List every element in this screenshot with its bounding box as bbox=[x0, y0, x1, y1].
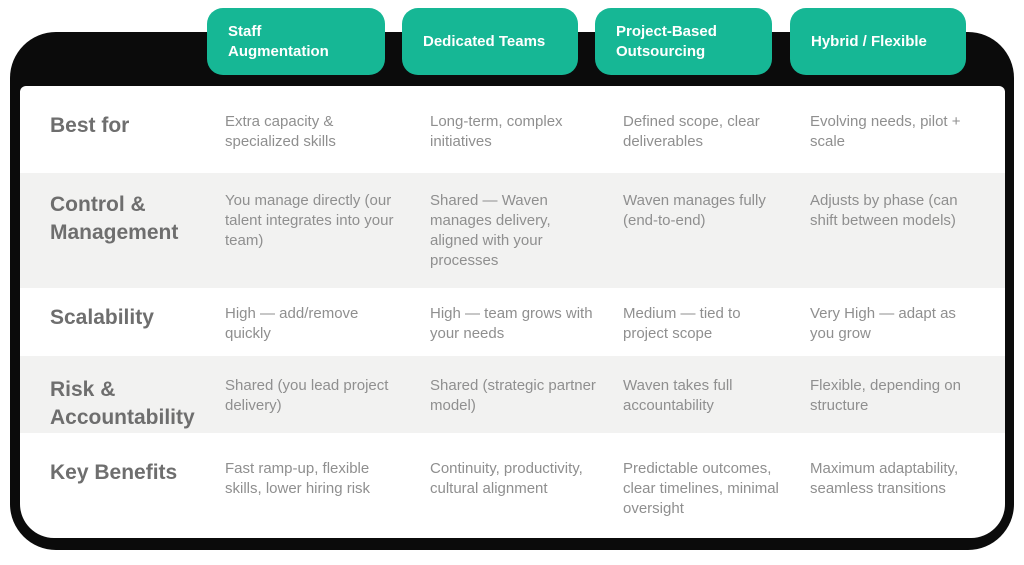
table-row-best-for: Best for Extra capacity & specialized sk… bbox=[20, 86, 1005, 173]
column-tab-label: Project-Based Outsourcing bbox=[616, 23, 717, 60]
table-cell: Very High — adapt as you grow bbox=[810, 305, 956, 343]
table-cell: Waven manages fully (end-to-end) bbox=[623, 192, 766, 230]
table-cell: Evolving needs, pilot + scale bbox=[810, 113, 961, 151]
table-row-control-management: Control & Management You manage directly… bbox=[20, 173, 1005, 288]
table-cell: Shared (you lead project delivery) bbox=[225, 377, 389, 415]
table-cell: High — add/remove quickly bbox=[225, 305, 359, 343]
column-tab-label: Staff Augmentation bbox=[228, 23, 329, 60]
table-cell: Medium — tied to project scope bbox=[623, 305, 741, 343]
row-label: Control & Management bbox=[50, 193, 179, 245]
table-cell: Continuity, productivity, cultural align… bbox=[430, 459, 583, 497]
row-label: Key Benefits bbox=[50, 460, 178, 484]
table-cell: High — team grows with your needs bbox=[430, 305, 593, 343]
table-cell: Shared (strategic partner model) bbox=[430, 377, 596, 415]
column-tab-staff-augmentation[interactable]: Staff Augmentation bbox=[207, 8, 385, 75]
table-row-key-benefits: Key Benefits Fast ramp-up, flexible skil… bbox=[20, 433, 1005, 538]
column-tab-label: Hybrid / Flexible bbox=[811, 32, 927, 50]
table-row-scalability: Scalability High — add/remove quickly Hi… bbox=[20, 288, 1005, 356]
table-cell: You manage directly (our talent integrat… bbox=[225, 192, 394, 250]
table-row-risk-accountability: Risk & Accountability Shared (you lead p… bbox=[20, 356, 1005, 433]
table-cell: Shared — Waven manages delivery, aligned… bbox=[430, 192, 551, 270]
column-tab-dedicated-teams[interactable]: Dedicated Teams bbox=[402, 8, 578, 75]
table-cell: Flexible, depending on structure bbox=[810, 377, 961, 415]
row-label: Best for bbox=[50, 114, 130, 137]
table-cell: Defined scope, clear deliverables bbox=[623, 113, 760, 151]
table-cell: Maximum adaptability, seamless transitio… bbox=[810, 459, 959, 497]
table-cell: Long-term, complex initiatives bbox=[430, 113, 563, 151]
row-label: Risk & Accountability bbox=[50, 378, 195, 430]
table-cell: Adjusts by phase (can shift between mode… bbox=[810, 192, 958, 230]
table-panel: Best for Extra capacity & specialized sk… bbox=[20, 86, 1005, 538]
table-cell: Predictable outcomes, clear timelines, m… bbox=[623, 459, 779, 517]
column-tab-hybrid-flexible[interactable]: Hybrid / Flexible bbox=[790, 8, 966, 75]
column-tab-label: Dedicated Teams bbox=[423, 32, 546, 50]
column-tab-project-based-outsourcing[interactable]: Project-Based Outsourcing bbox=[595, 8, 772, 75]
row-label: Scalability bbox=[50, 306, 154, 329]
table-cell: Fast ramp-up, flexible skills, lower hir… bbox=[225, 459, 371, 497]
table-cell: Waven takes full accountability bbox=[623, 377, 733, 415]
table-cell: Extra capacity & specialized skills bbox=[225, 113, 336, 151]
